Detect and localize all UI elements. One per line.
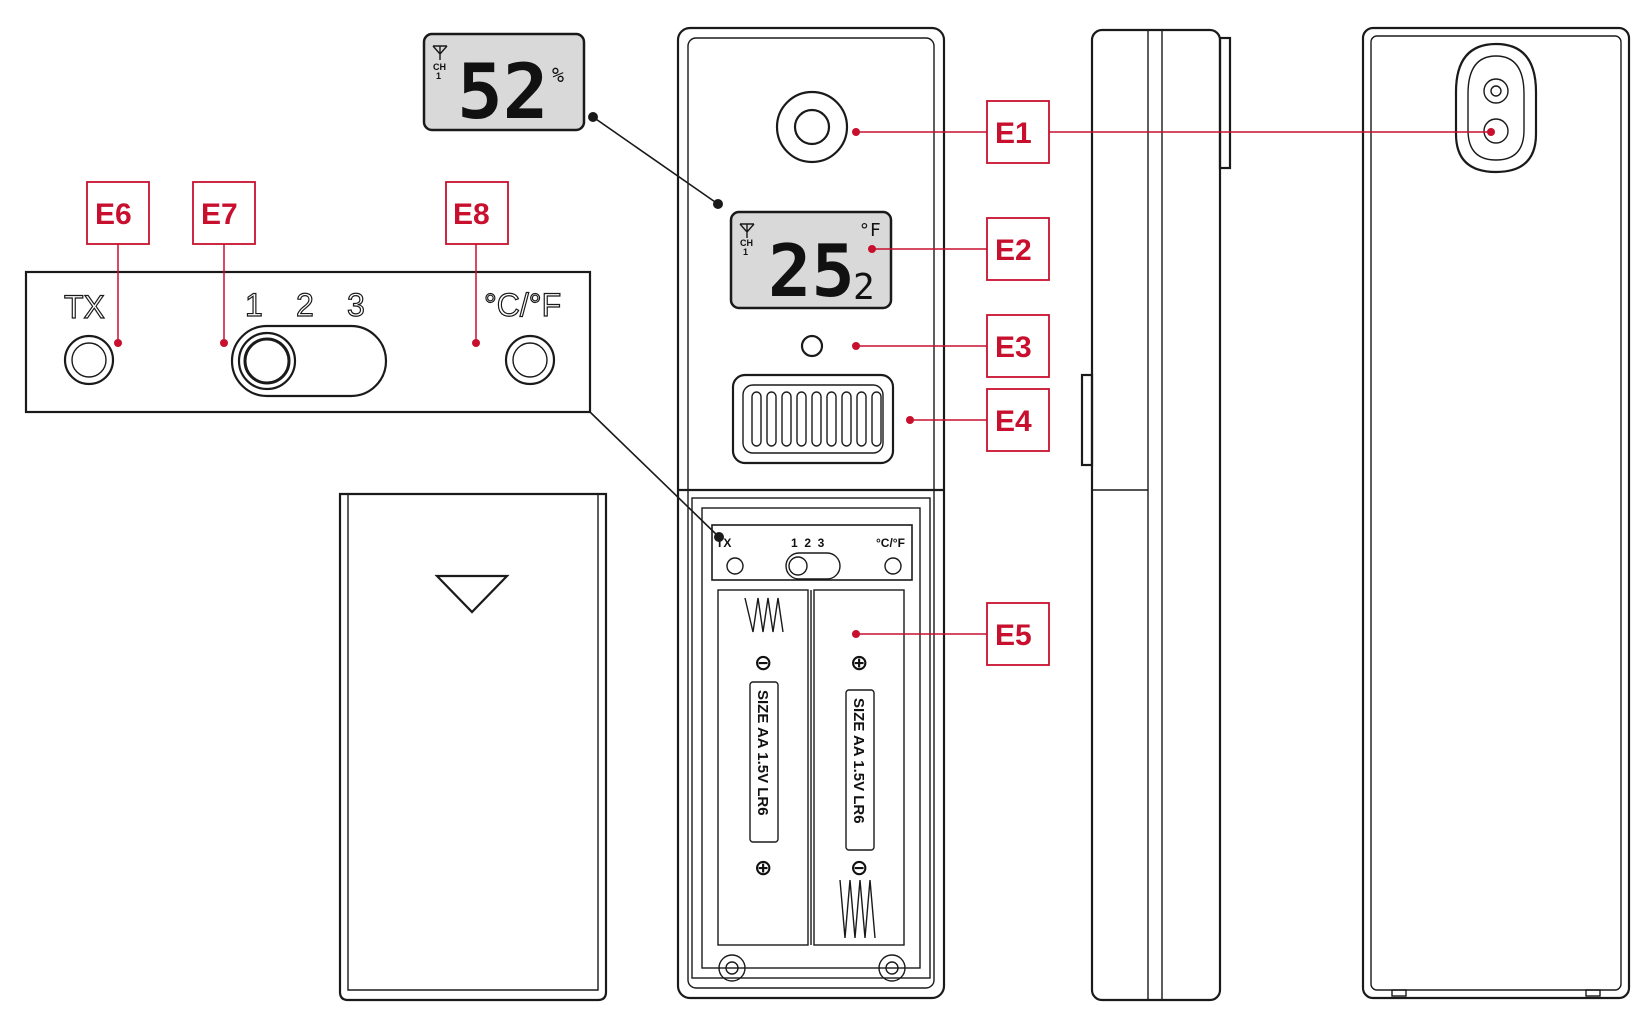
screw-left	[718, 954, 746, 982]
battery-spring-bottom	[839, 879, 876, 939]
vent-slot	[766, 391, 777, 447]
vent-slot	[871, 391, 882, 447]
battery-slot-right	[813, 589, 905, 946]
antenna-icon	[739, 223, 755, 238]
temperature-decimal: 2	[853, 267, 875, 308]
channel-switch-knob[interactable]	[237, 331, 297, 391]
callout-leaders	[114, 128, 1495, 638]
humidity-unit: %	[552, 63, 564, 87]
temperature-channel-label: CH	[740, 238, 753, 248]
panel-channel-1: 1	[245, 287, 263, 323]
battery-slot-left	[717, 589, 809, 946]
humidity-leader-dot	[588, 112, 598, 122]
temperature-display: CH 1 25 2 °F	[729, 210, 893, 313]
callout-e6: E6	[86, 181, 150, 245]
humidity-leader-line	[592, 116, 719, 205]
compartment-unit-label: °C/°F	[876, 536, 905, 550]
hang-hole	[775, 90, 849, 164]
vent-slot	[781, 391, 792, 447]
callout-e3: E3	[986, 314, 1050, 378]
humidity-leader-dot-end	[713, 199, 723, 209]
wall-mount-slot	[1454, 42, 1538, 174]
panel-leader-dot	[714, 532, 724, 542]
callout-e8: E8	[445, 181, 509, 245]
left-battery-label: SIZE AA 1.5V LR6	[754, 690, 771, 816]
led-indicator	[800, 334, 824, 358]
side-button	[1080, 373, 1094, 467]
callout-e1: E1	[986, 100, 1050, 164]
vent-slot	[796, 391, 807, 447]
panel-channel-3: 3	[347, 287, 365, 323]
sensor-front-view: CH 1 25 2 °F TX 1 2 3 °C/°F	[676, 26, 946, 1000]
compartment-channel-switch[interactable]	[785, 552, 841, 580]
svg-text:E5: E5	[995, 619, 1032, 652]
humidity-channel-number: 1	[436, 71, 441, 81]
panel-tx-label: TX	[64, 289, 105, 325]
callout-e7: E7	[192, 181, 256, 245]
panel-unit-label: °C/°F	[484, 287, 561, 323]
temperature-value: 25	[768, 229, 855, 313]
switch-panel-zoom: TX 1 2 3 °C/°F	[24, 270, 592, 414]
svg-text:E7: E7	[201, 198, 238, 231]
sensor-back-view	[1361, 26, 1631, 1000]
side-clip-top	[1218, 36, 1232, 170]
sensor-side-view	[1080, 28, 1232, 1002]
panel-leader-line	[589, 411, 720, 538]
svg-text:E8: E8	[453, 198, 490, 231]
right-plus-symbol: ⊕	[850, 651, 868, 676]
tx-button[interactable]	[63, 334, 115, 386]
channel-switch[interactable]	[230, 324, 388, 398]
svg-text:E3: E3	[995, 331, 1032, 364]
left-minus-symbol: ⊖	[754, 651, 772, 676]
svg-text:E6: E6	[95, 198, 132, 231]
battery-spring-top	[744, 597, 784, 633]
screw-right	[878, 954, 906, 982]
callout-e2: E2	[986, 217, 1050, 281]
svg-text:E4: E4	[995, 405, 1032, 438]
compartment-tx-button[interactable]	[726, 557, 744, 575]
battery-compartment: TX 1 2 3 °C/°F ⊖ ⊕ ⊕ ⊖ SIZE AA 1.5V LR6 …	[691, 497, 931, 982]
sensor-vent	[731, 373, 895, 465]
svg-text:E2: E2	[995, 234, 1032, 267]
antenna-icon	[432, 45, 448, 60]
callout-e4: E4	[986, 388, 1050, 452]
vent-slot	[841, 391, 852, 447]
compartment-unit-button[interactable]	[884, 557, 902, 575]
humidity-display-popout: CH 1 52 %	[422, 32, 586, 136]
slide-arrow-icon	[434, 574, 510, 614]
vent-slot	[811, 391, 822, 447]
right-battery-label: SIZE AA 1.5V LR6	[850, 698, 867, 824]
temperature-channel-number: 1	[743, 247, 748, 257]
unit-button[interactable]	[504, 334, 556, 386]
left-plus-symbol: ⊕	[754, 856, 772, 881]
right-minus-symbol: ⊖	[850, 856, 868, 881]
vent-slot	[826, 391, 837, 447]
callout-e5: E5	[986, 602, 1050, 666]
temperature-unit: °F	[859, 220, 881, 241]
humidity-value: 52	[457, 47, 549, 136]
humidity-channel-label: CH	[433, 62, 446, 72]
compartment-channel-labels: 1 2 3	[791, 536, 825, 550]
vent-slot	[751, 391, 762, 447]
battery-cover	[338, 492, 608, 1002]
svg-text:E1: E1	[995, 117, 1032, 150]
vent-slot	[856, 391, 867, 447]
panel-channel-2: 2	[296, 287, 314, 323]
